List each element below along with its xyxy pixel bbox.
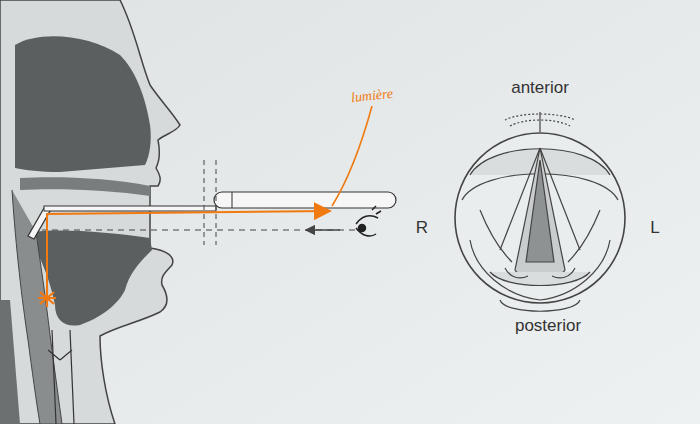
light-path	[47, 211, 330, 298]
mirror-rod	[44, 206, 216, 211]
sight-guide	[204, 160, 205, 245]
orientation-label: posterior	[515, 316, 581, 336]
line-of-sight	[42, 230, 355, 231]
handle-joint	[232, 192, 233, 208]
tongue	[30, 230, 152, 325]
mirror-handle	[214, 192, 396, 208]
sight-arrow	[306, 229, 340, 230]
target-mark	[38, 289, 56, 307]
trachea	[48, 330, 74, 424]
neck-shade	[0, 300, 20, 424]
orientation-label: anterior	[511, 78, 569, 98]
side-label: L	[650, 218, 659, 238]
eye	[356, 206, 381, 236]
nasal-cavity	[15, 36, 151, 172]
side-label: R	[416, 218, 428, 238]
larynx-view	[455, 112, 625, 311]
palate	[20, 177, 150, 196]
light-leader	[332, 106, 372, 206]
sight-guide	[216, 160, 217, 245]
